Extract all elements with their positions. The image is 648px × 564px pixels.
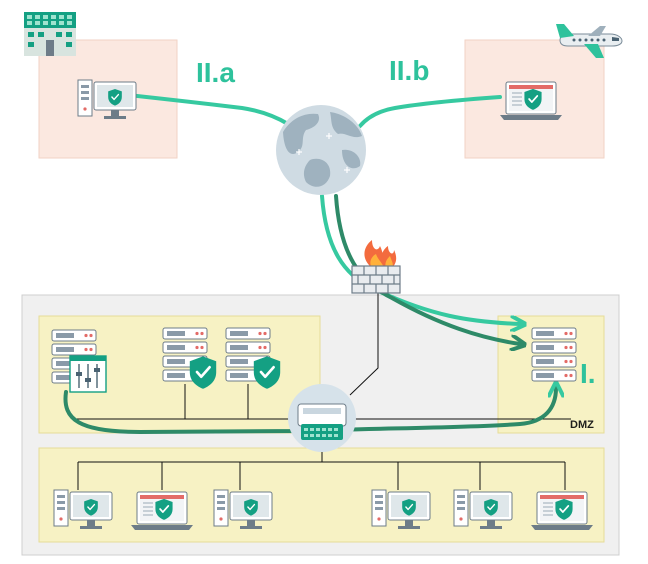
network-switch-icon bbox=[288, 384, 356, 452]
building-icon bbox=[24, 12, 76, 56]
label-remote-office: II.a bbox=[196, 57, 235, 88]
link-remote-office bbox=[98, 90, 290, 126]
globe-icon bbox=[276, 105, 366, 195]
workstation-laptop-2 bbox=[531, 492, 593, 530]
label-dmz-zone: I. bbox=[580, 358, 596, 389]
link-remote-mobile bbox=[358, 95, 502, 128]
internal-tunnel-to-dmz bbox=[63, 388, 556, 435]
workstation-laptop-1 bbox=[131, 492, 193, 530]
label-remote-mobile: II.b bbox=[389, 55, 429, 86]
tunnel-to-dmz-lower bbox=[334, 194, 520, 344]
airplane-icon bbox=[556, 24, 623, 58]
label-dmz: DMZ bbox=[570, 419, 594, 431]
settings-sliders-icon bbox=[69, 355, 107, 393]
firewall-icon bbox=[351, 240, 401, 294]
remote-mobile-laptop bbox=[500, 82, 562, 120]
